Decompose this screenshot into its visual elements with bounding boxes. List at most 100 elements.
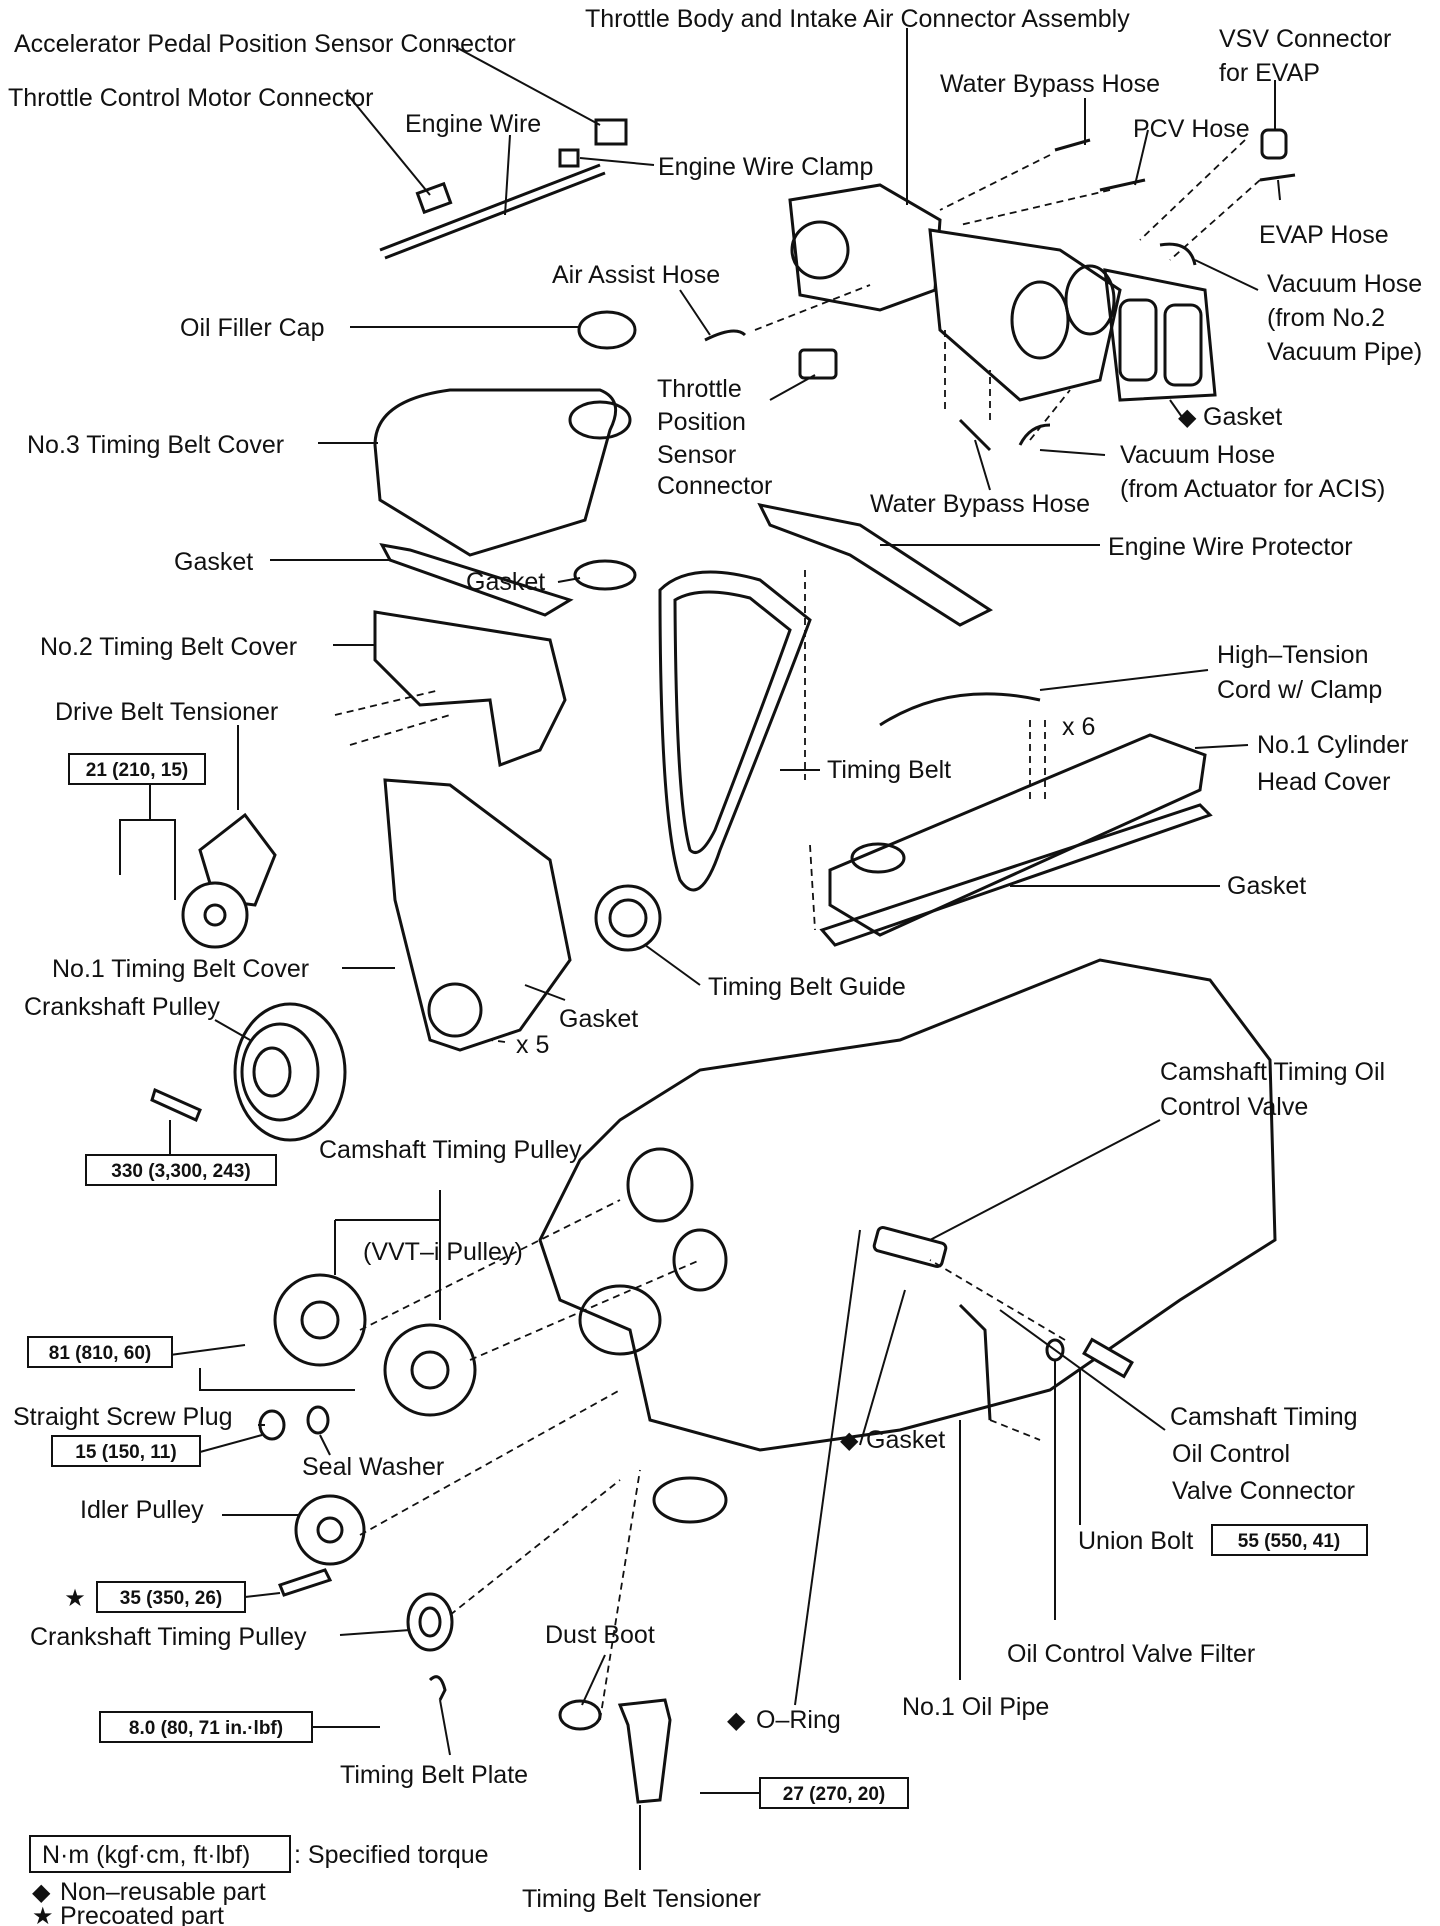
label-timing-belt-plate: Timing Belt Plate — [340, 1761, 528, 1789]
torque-value-timing-belt-plate: 8.0 (80, 71 in.·lbf) — [129, 1718, 283, 1739]
dash-5 — [754, 284, 871, 331]
intake-gasket-drawing — [1103, 268, 1217, 402]
dash-20 — [599, 1469, 641, 1721]
torque-box-straight-screw-plug — [51, 1435, 201, 1467]
ocv-drawing — [872, 1225, 948, 1269]
dash-21 — [929, 1259, 1066, 1341]
label-no1-cyl-head-cover-line1: No.1 Cylinder — [1257, 731, 1408, 759]
label-camshaft-ocv-line1: Camshaft Timing Oil — [1160, 1058, 1385, 1086]
label-oil-filler-cap: Oil Filler Cap — [180, 314, 324, 342]
label-air-assist-hose: Air Assist Hose — [552, 261, 720, 289]
intake-gasket-hole-1 — [1118, 298, 1158, 382]
torque-box-idler-pulley — [96, 1581, 246, 1613]
engine-wire-drawing-2 — [384, 171, 606, 260]
leader-tps — [769, 374, 816, 401]
camshaft-pulley-2-hub — [410, 1350, 450, 1390]
legend-torque-desc: : Specified torque — [294, 1841, 489, 1869]
callout-labels: Accelerator Pedal Position Sensor Connec… — [8, 5, 1422, 1913]
label-vacuum-hose-acis-line1: Vacuum Hose — [1120, 441, 1275, 469]
head-cover-gasket-drawing — [819, 803, 1213, 947]
legend-star-symbol: ★ — [32, 1902, 54, 1926]
label-vvti-pulley: (VVT–i Pulley) — [363, 1238, 523, 1266]
leader-engine-wire-clamp — [579, 157, 655, 166]
label-tps-connector-line1: Throttle — [657, 375, 742, 403]
torque-value-timing-belt-tensioner: 27 (270, 20) — [783, 1784, 885, 1805]
label-camshaft-ocv-connector-line2: Oil Control — [1172, 1440, 1290, 1468]
crankshaft-timing-pulley-drawing — [406, 1592, 454, 1652]
no1-cover-drawing — [383, 778, 572, 1052]
intake-air-connector-drawing — [928, 228, 1122, 402]
crankshaft-pulley-hub — [252, 1046, 292, 1098]
torque-box-crankshaft-pulley — [85, 1154, 277, 1186]
diamond-gasket-oil-pipe: ◆ — [840, 1426, 859, 1454]
label-engine-wire: Engine Wire — [405, 110, 541, 138]
label-gasket-small: Gasket — [466, 568, 545, 596]
drive-belt-tensioner-pulley — [181, 881, 249, 949]
accel-sensor-connector-drawing — [594, 118, 628, 146]
crankshaft-pulley-groove — [240, 1022, 320, 1122]
label-gasket-oil-pipe: Gasket — [866, 1426, 945, 1454]
timing-belt-drawing — [658, 570, 812, 892]
leader-tbelt-guide — [644, 944, 701, 986]
leader-vacuum-acis — [1039, 449, 1106, 456]
torque-value-drive-belt-tensioner: 21 (210, 15) — [86, 760, 188, 781]
torque-box-camshaft-timing-pulley — [27, 1336, 173, 1368]
label-throttle-body-assembly: Throttle Body and Intake Air Connector A… — [585, 5, 1130, 33]
dash-3 — [1139, 139, 1246, 241]
label-oil-control-valve-filter: Oil Control Valve Filter — [1007, 1640, 1255, 1668]
intake-port-2 — [1064, 264, 1116, 336]
leader-gasket-intake — [1169, 399, 1183, 418]
label-straight-screw-plug: Straight Screw Plug — [13, 1403, 233, 1431]
engine-wire-protector-drawing — [757, 502, 994, 627]
leader-pcv — [1134, 129, 1149, 186]
high-tension-cord-drawing — [879, 692, 1041, 727]
pcv-hose-drawing — [1099, 178, 1146, 192]
crankshaft-timing-pulley-hub — [418, 1606, 442, 1638]
dash-2 — [959, 189, 1111, 226]
label-engine-wire-protector: Engine Wire Protector — [1108, 533, 1353, 561]
engine-crank-nose — [652, 1476, 728, 1524]
leader-ocv — [929, 1119, 1161, 1241]
engine-cam-boss-1 — [626, 1147, 694, 1223]
intake-port-1 — [1010, 280, 1070, 360]
engine-pump — [578, 1284, 662, 1356]
label-pcv-hose: PCV Hose — [1133, 115, 1250, 143]
torque-box-drive-belt-tensioner — [68, 753, 206, 785]
label-vsv-connector-line1: VSV Connector — [1219, 25, 1391, 53]
leader-gasket-small — [557, 577, 581, 583]
leader-high-tension — [1039, 669, 1209, 691]
leader-seal-washer — [319, 1434, 331, 1456]
label-tps-connector-line2: Position — [657, 408, 746, 436]
leader-cam-pulley-bracket — [335, 1219, 441, 1320]
label-qty-x6: x 6 — [1062, 713, 1095, 741]
leader-evap — [1277, 179, 1281, 201]
label-gasket-head-cover: Gasket — [1227, 872, 1306, 900]
dash-16 — [359, 1199, 621, 1331]
label-crankshaft-pulley: Crankshaft Pulley — [24, 993, 220, 1021]
crankshaft-pulley-bolt — [150, 1087, 202, 1123]
label-camshaft-timing-pulley: Camshaft Timing Pulley — [319, 1136, 582, 1164]
label-camshaft-ocv-connector-line3: Valve Connector — [1172, 1477, 1355, 1505]
label-no1-timing-belt-cover: No.1 Timing Belt Cover — [52, 955, 309, 983]
leader-engine-wire — [504, 134, 511, 216]
leader-ocv-connector — [999, 1309, 1166, 1431]
label-tps-connector-line3: Sensor — [657, 441, 736, 469]
dash-10 — [349, 714, 451, 746]
leader-vacuum-no2 — [1194, 259, 1259, 291]
union-bolt-drawing — [1082, 1337, 1134, 1379]
label-gasket-intake: Gasket — [1203, 403, 1282, 431]
torque-value-union-bolt: 55 (550, 41) — [1238, 1531, 1340, 1552]
label-drive-belt-tensioner: Drive Belt Tensioner — [55, 698, 278, 726]
timing-belt-guide-inner — [608, 898, 648, 938]
label-high-tension-cord-line2: Cord w/ Clamp — [1217, 676, 1382, 704]
torque-value-crankshaft-pulley: 330 (3,300, 243) — [111, 1161, 250, 1182]
legend-diamond-symbol: ◆ — [32, 1878, 51, 1906]
label-engine-wire-clamp: Engine Wire Clamp — [658, 153, 873, 181]
small-gasket-drawing — [573, 559, 637, 591]
dash-4 — [1169, 179, 1261, 261]
timing-belt-plate-drawing — [428, 1675, 447, 1701]
leader-crank-timing — [339, 1629, 411, 1636]
engine-cam-boss-2 — [672, 1228, 728, 1292]
dash-1 — [939, 154, 1051, 211]
diamond-gasket-intake: ◆ — [1178, 403, 1197, 431]
